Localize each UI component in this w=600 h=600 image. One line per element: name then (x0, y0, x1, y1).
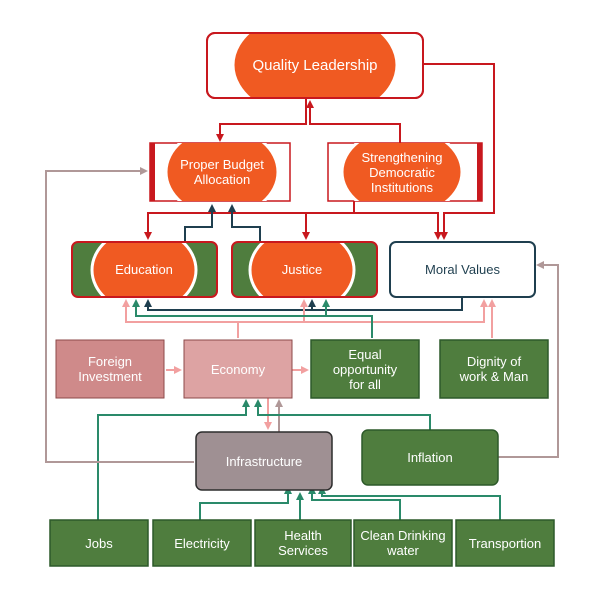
arrow-economy-to-row (122, 299, 239, 338)
arrow-economy-to-moral (304, 299, 488, 323)
arrow-institutions-to-row (144, 201, 355, 240)
arrow-electricity-to-infra (199, 486, 292, 520)
node-moral-values[interactable] (389, 241, 536, 298)
node-health-services[interactable] (254, 519, 352, 567)
arrow-inflation-to-moral (498, 261, 559, 458)
node-justice[interactable] (231, 228, 378, 312)
node-strengthening[interactable] (327, 128, 483, 216)
node-proper-budget[interactable] (149, 128, 291, 216)
arrow-leadership-to-budget (216, 98, 307, 142)
arrow-jobs-to-economy (97, 399, 250, 520)
arrow-inflation-to-economy (254, 399, 431, 430)
node-foreign-investment[interactable] (55, 339, 165, 399)
arrow-leadership-to-moral (423, 63, 495, 240)
node-electricity[interactable] (152, 519, 252, 567)
arrow-equal-to-row (132, 299, 373, 338)
arrow-education-to-budget (184, 204, 216, 242)
node-economy[interactable] (183, 339, 293, 399)
arrow-economy-to-justice (238, 299, 308, 323)
node-clean-water[interactable] (353, 519, 453, 567)
arrow-infra-to-budget (45, 167, 194, 463)
arrow-institutions-to-leadership (306, 100, 401, 143)
arrow-transport-to-infra (318, 486, 501, 520)
arrow-institutions-to-moral (354, 212, 442, 240)
node-dignity[interactable] (439, 339, 549, 399)
node-education[interactable] (71, 228, 218, 312)
arrow-water-to-infra (308, 486, 401, 520)
node-infrastructure[interactable] (195, 431, 333, 491)
connectors (45, 63, 559, 520)
node-quality-leadership[interactable] (206, 10, 424, 120)
node-jobs[interactable] (49, 519, 149, 567)
node-transportion[interactable] (455, 519, 555, 567)
node-equal-opportunity[interactable] (310, 339, 420, 399)
arrow-justice-to-budget (228, 204, 261, 242)
node-inflation[interactable] (361, 429, 499, 486)
